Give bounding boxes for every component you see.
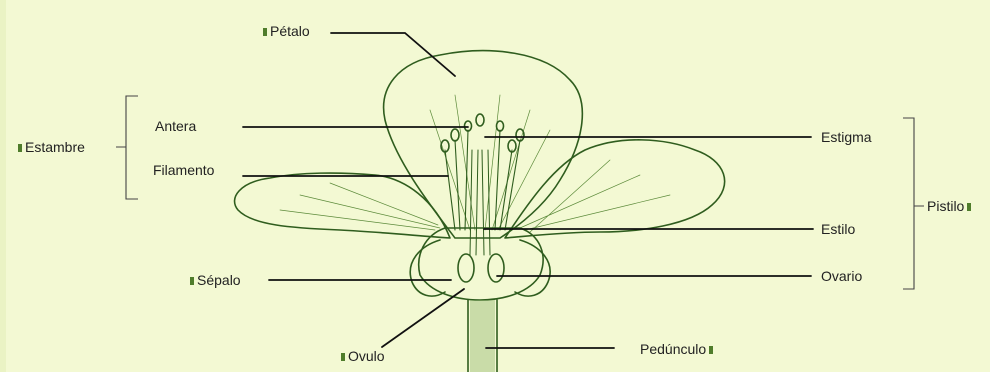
pistilo-bracket [903, 118, 924, 289]
ovary-right [488, 254, 504, 282]
sepal-right [515, 240, 550, 296]
label-estambre-text: Estambre [25, 139, 85, 155]
stem-stipple [470, 300, 495, 372]
label-pistilo-text: Pistilo [927, 198, 964, 214]
label-estigma: Estigma [821, 129, 872, 145]
bullet-icon [341, 353, 345, 361]
right-petal [505, 140, 725, 238]
left-petal [235, 173, 450, 238]
label-ovulo: Ovulo [338, 348, 385, 364]
label-antera: Antera [155, 118, 196, 134]
anther-2 [451, 129, 459, 141]
leader-lines [243, 33, 813, 348]
bullet-icon [190, 277, 194, 285]
label-sepalo: Sépalo [187, 272, 241, 288]
leader-petalo [331, 33, 455, 76]
leader-ovulo [382, 289, 464, 347]
anther-4 [516, 129, 524, 141]
estambre-bracket [116, 96, 138, 199]
bullet-icon [18, 144, 22, 152]
bullet-icon [709, 346, 713, 354]
label-pedunculo-text: Pedúnculo [640, 341, 706, 357]
label-ovulo-text: Ovulo [348, 348, 385, 364]
bullet-icon [263, 28, 267, 36]
label-pistilo: Pistilo [927, 198, 974, 214]
label-ovario: Ovario [821, 268, 862, 284]
label-sepalo-text: Sépalo [197, 272, 241, 288]
label-pedunculo: Pedúnculo [640, 341, 716, 357]
bullet-icon [967, 203, 971, 211]
sepal-left [410, 240, 445, 296]
style-column [470, 150, 490, 255]
stigma-head [476, 114, 484, 126]
petal-veins [280, 95, 670, 232]
label-petalo-text: Pétalo [270, 23, 310, 39]
label-filamento: Filamento [153, 162, 214, 178]
label-petalo: Pétalo [260, 23, 310, 39]
ovary-left [458, 254, 474, 282]
label-estilo: Estilo [821, 221, 855, 237]
label-estambre: Estambre [15, 139, 85, 155]
